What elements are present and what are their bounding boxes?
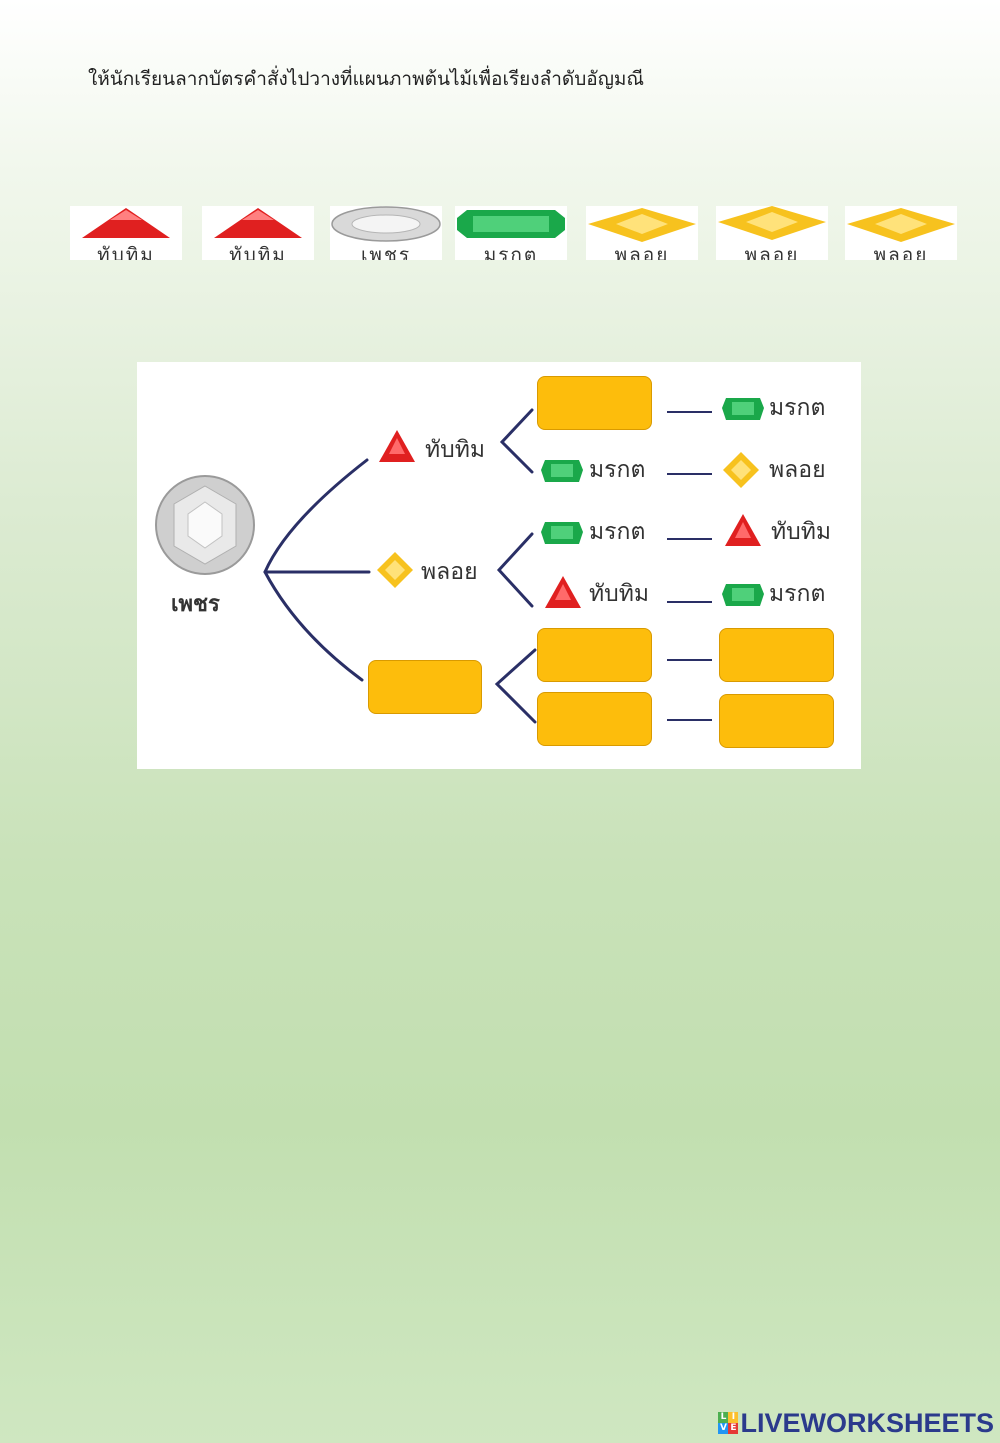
drop-slot-3[interactable]	[719, 628, 834, 682]
ruby-icon	[82, 208, 170, 238]
ruby-icon	[725, 514, 761, 546]
drag-card-ruby-1[interactable]: ทับทิม	[70, 206, 182, 260]
topaz-icon	[847, 208, 955, 242]
card-label: เพชร	[360, 244, 412, 260]
tree-diagram: เพชร ทับทิม มรกต มรกต พลอย พลอย มรกต ทับ…	[137, 362, 861, 769]
drop-slot-2[interactable]	[537, 628, 652, 682]
card-label: มรกต	[483, 244, 539, 260]
instruction-text: ให้นักเรียนลากบัตรคำสั่งไปวางที่แผนภาพต้…	[88, 68, 645, 90]
drop-slot-1[interactable]	[537, 376, 652, 430]
leaf-label: พลอย	[769, 457, 826, 483]
logo-text: LIVEWORKSHEETS	[740, 1407, 994, 1438]
drag-card-diamond[interactable]: เพชร	[330, 206, 442, 260]
drop-slot-5[interactable]	[719, 694, 834, 748]
leaf-label: มรกต	[769, 395, 826, 421]
card-label: พลอย	[873, 244, 929, 260]
branch2-label: พลอย	[421, 559, 478, 585]
emerald-icon	[457, 210, 565, 238]
emerald-icon	[541, 460, 583, 482]
drop-slot-4[interactable]	[537, 692, 652, 746]
emerald-icon	[541, 522, 583, 544]
leaf-label: มรกต	[589, 457, 646, 483]
drop-slot-branch3[interactable]	[368, 660, 482, 714]
topaz-icon	[718, 206, 826, 240]
topaz-icon	[588, 208, 696, 242]
card-label: พลอย	[614, 244, 670, 260]
card-label: ทับทิม	[97, 244, 155, 260]
emerald-icon	[722, 584, 764, 606]
ruby-icon	[214, 208, 302, 238]
liveworksheets-logo: L I V E LIVEWORKSHEETS	[718, 1407, 994, 1439]
logo-mark: L I V E	[718, 1412, 739, 1434]
drag-card-topaz-1[interactable]: พลอย	[586, 206, 698, 260]
ruby-icon	[545, 576, 581, 608]
card-label: ทับทิม	[229, 244, 287, 260]
leaf-label: มรกต	[769, 581, 826, 607]
drag-card-emerald[interactable]: มรกต	[455, 206, 567, 260]
tree-lines	[263, 408, 712, 724]
emerald-icon	[722, 398, 764, 420]
topaz-icon	[723, 452, 759, 488]
branch1-label: ทับทิม	[425, 437, 486, 463]
drag-card-topaz-2[interactable]: พลอย	[716, 206, 828, 260]
root-label: เพชร	[171, 592, 220, 617]
drag-card-ruby-2[interactable]: ทับทิม	[202, 206, 314, 260]
leaf-label: ทับทิม	[589, 581, 650, 607]
topaz-icon	[377, 552, 413, 588]
diamond-icon	[155, 475, 255, 575]
leaf-label: ทับทิม	[771, 519, 832, 545]
card-label: พลอย	[744, 244, 800, 260]
diamond-icon	[331, 206, 441, 242]
drag-card-topaz-3[interactable]: พลอย	[845, 206, 957, 260]
leaf-label: มรกต	[589, 519, 646, 545]
ruby-icon	[379, 430, 415, 462]
